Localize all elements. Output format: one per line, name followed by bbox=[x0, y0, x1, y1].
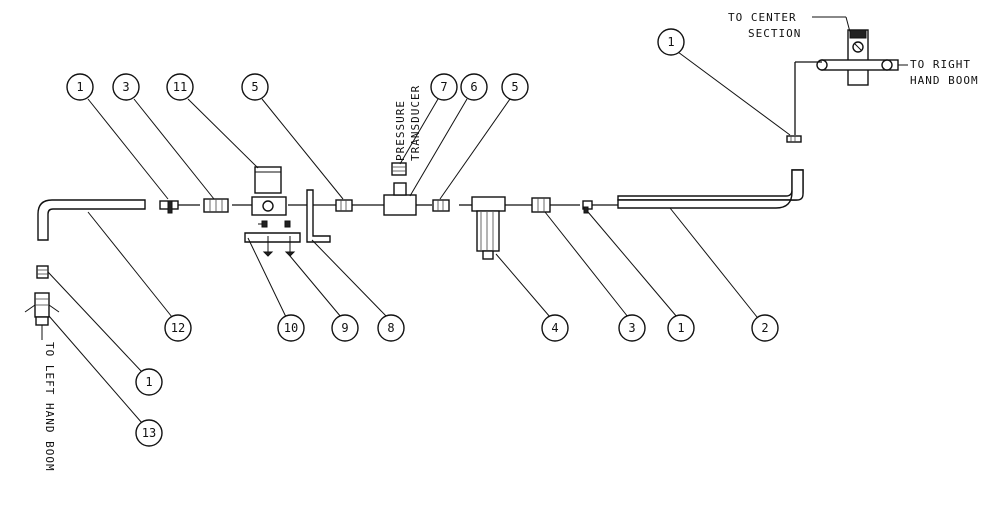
svg-text:1: 1 bbox=[145, 375, 152, 389]
svg-text:6: 6 bbox=[470, 80, 477, 94]
svg-text:1: 1 bbox=[677, 321, 684, 335]
callout-6: 6 bbox=[460, 73, 488, 101]
svg-text:9: 9 bbox=[341, 321, 348, 335]
center-note-line1: TO CENTER bbox=[728, 11, 797, 24]
svg-text:1: 1 bbox=[667, 35, 674, 49]
adapter-fitting-right bbox=[531, 197, 551, 213]
hose-barb-left bbox=[159, 200, 179, 214]
callout-5-right: 5 bbox=[501, 73, 529, 101]
hose-barb-top bbox=[786, 135, 802, 143]
pressure-transducer bbox=[391, 162, 407, 176]
callout-1-left: 1 bbox=[66, 73, 94, 101]
callout-12: 12 bbox=[164, 314, 192, 342]
callout-3-left: 3 bbox=[112, 73, 140, 101]
electric-ball-valve bbox=[251, 166, 287, 216]
right-boom-note-line1: TO RIGHT bbox=[910, 58, 971, 71]
svg-text:7: 7 bbox=[440, 80, 447, 94]
callout-2: 2 bbox=[751, 314, 779, 342]
hose-barb-lower-left bbox=[36, 265, 49, 279]
right-boom-note-line2: HAND BOOM bbox=[910, 74, 979, 87]
hose-barb-right bbox=[582, 200, 593, 214]
callout-9: 9 bbox=[331, 314, 359, 342]
hose-right bbox=[617, 169, 804, 201]
mounting-bracket bbox=[244, 189, 331, 243]
center-manifold-valve bbox=[794, 29, 899, 135]
svg-text:10: 10 bbox=[284, 321, 298, 335]
callout-1-bottom: 1 bbox=[135, 368, 163, 396]
callout-8: 8 bbox=[377, 314, 405, 342]
hose-left bbox=[37, 199, 146, 241]
callout-1-right: 1 bbox=[667, 314, 695, 342]
svg-text:12: 12 bbox=[171, 321, 185, 335]
nipple-fitting-right bbox=[432, 199, 450, 212]
svg-text:2: 2 bbox=[761, 321, 768, 335]
svg-text:4: 4 bbox=[551, 321, 558, 335]
callout-4: 4 bbox=[541, 314, 569, 342]
callout-13: 13 bbox=[135, 419, 163, 447]
callout-5-left: 5 bbox=[241, 73, 269, 101]
callout-7: 7 bbox=[430, 73, 458, 101]
callout-10: 10 bbox=[277, 314, 305, 342]
svg-text:5: 5 bbox=[251, 80, 258, 94]
svg-text:3: 3 bbox=[122, 80, 129, 94]
svg-text:5: 5 bbox=[511, 80, 518, 94]
bolt-set bbox=[258, 220, 296, 257]
adapter-fitting-left bbox=[203, 198, 229, 213]
pipe-tee bbox=[383, 182, 417, 216]
leader-lines bbox=[47, 51, 791, 424]
center-note-line2: SECTION bbox=[748, 27, 801, 40]
callout-1-top: 1 bbox=[657, 28, 685, 56]
svg-text:3: 3 bbox=[628, 321, 635, 335]
line-strainer-filter bbox=[471, 196, 506, 260]
nipple-fitting-left bbox=[335, 199, 353, 212]
svg-text:11: 11 bbox=[173, 80, 187, 94]
svg-text:8: 8 bbox=[387, 321, 394, 335]
svg-text:13: 13 bbox=[142, 426, 156, 440]
quick-coupler bbox=[24, 292, 60, 326]
left-boom-note: TO LEFT HAND BOOM bbox=[43, 342, 56, 472]
transducer-note-line2: TRANSDUCER bbox=[409, 85, 422, 161]
transducer-note-line1: PRESSURE bbox=[394, 100, 407, 161]
svg-text:1: 1 bbox=[76, 80, 83, 94]
callout-11: 11 bbox=[166, 73, 194, 101]
callout-3-right: 3 bbox=[618, 314, 646, 342]
